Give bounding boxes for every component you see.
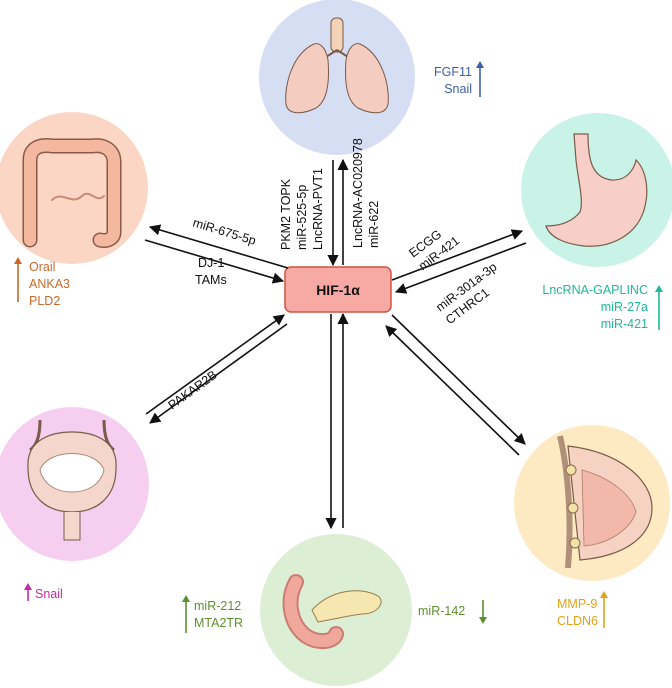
breast-markers: MMP-9 CLDN6 <box>557 591 608 628</box>
lung-icon <box>285 17 389 114</box>
hif1a-node: HIF-1α <box>284 266 392 313</box>
up-arrow-icon <box>14 257 22 302</box>
marker-label: miR-27a <box>601 300 648 314</box>
marker-label: LncRNA-GAPLINC <box>542 283 648 297</box>
colon-icon <box>22 138 122 248</box>
link-label: PAKAR2B <box>166 368 220 413</box>
lung-out-labels: LncRNA-AC020978 miR-622 <box>351 138 381 248</box>
bladder-node <box>0 407 149 561</box>
arrows <box>144 158 527 530</box>
marker-label: PLD2 <box>29 294 60 308</box>
link-label: PKM2 TOPK <box>279 178 293 250</box>
link-label: miR-675-5p <box>191 215 258 247</box>
arrow-breast-to-hif <box>385 325 520 456</box>
colon-node <box>0 112 148 264</box>
lung-markers: FGF11 Snail <box>434 61 484 97</box>
bladder-labels: PAKAR2B <box>166 368 220 413</box>
arrow-hif-to-bladder <box>149 323 288 424</box>
pancreas-markers: miR-212 MTA2TR miR-142 <box>182 595 487 633</box>
marker-label: miR-421 <box>601 317 648 331</box>
arrow-hif-to-stomach <box>391 229 524 281</box>
up-arrow-icon <box>476 61 484 97</box>
marker-label: MTA2TR <box>194 616 243 630</box>
hif1a-label: HIF-1α <box>316 282 360 298</box>
marker-label: ANKA3 <box>29 277 70 291</box>
colon-out-labels: miR-675-5p <box>191 215 258 247</box>
stomach-markers: LncRNA-GAPLINC miR-27a miR-421 <box>542 283 663 331</box>
breast-node <box>514 425 670 581</box>
stomach-in-labels: miR-301a-3p CTHRC1 <box>433 260 499 327</box>
link-label: DJ-1 <box>198 256 224 270</box>
up-arrow-icon <box>600 591 608 628</box>
link-label: LncRNA-AC020978 <box>351 138 365 248</box>
marker-label: Orail <box>29 260 55 274</box>
up-arrow-icon <box>24 583 32 601</box>
link-label: LncRNA-PVT1 <box>311 168 325 250</box>
marker-label: FGF11 <box>434 65 472 79</box>
breast-icon <box>557 435 653 569</box>
marker-label: Snail <box>444 82 472 96</box>
link-label: miR-525-5p <box>295 185 309 250</box>
lung-node <box>259 0 415 155</box>
arrow-hif-to-breast <box>391 314 526 445</box>
arrow-hif-to-colon <box>148 224 289 269</box>
link-label: TAMs <box>195 273 227 287</box>
colon-markers: Orail ANKA3 PLD2 <box>14 257 70 308</box>
down-arrow-icon <box>479 600 487 624</box>
marker-label: MMP-9 <box>557 597 597 611</box>
stomach-node <box>521 113 672 267</box>
bladder-markers: Snail <box>24 583 63 601</box>
up-arrow-icon <box>655 285 663 330</box>
pancreas-icon <box>282 574 382 649</box>
bladder-icon <box>27 419 117 541</box>
marker-label: miR-142 <box>418 604 465 618</box>
pancreas-node <box>260 534 412 686</box>
marker-label: CLDN6 <box>557 614 598 628</box>
marker-label: miR-212 <box>194 599 241 613</box>
arrow-bladder-to-hif <box>145 314 285 415</box>
stomach-icon <box>545 133 648 247</box>
lung-in-labels: PKM2 TOPK miR-525-5p LncRNA-PVT1 <box>279 168 325 250</box>
stomach-out-labels: ECGG miR-421 <box>406 227 462 273</box>
marker-label: Snail <box>35 587 63 601</box>
arrow-stomach-to-hif <box>394 242 527 294</box>
link-label: miR-622 <box>367 201 381 248</box>
up-arrow-icon <box>182 595 190 633</box>
arrow-colon-to-hif <box>144 239 285 284</box>
